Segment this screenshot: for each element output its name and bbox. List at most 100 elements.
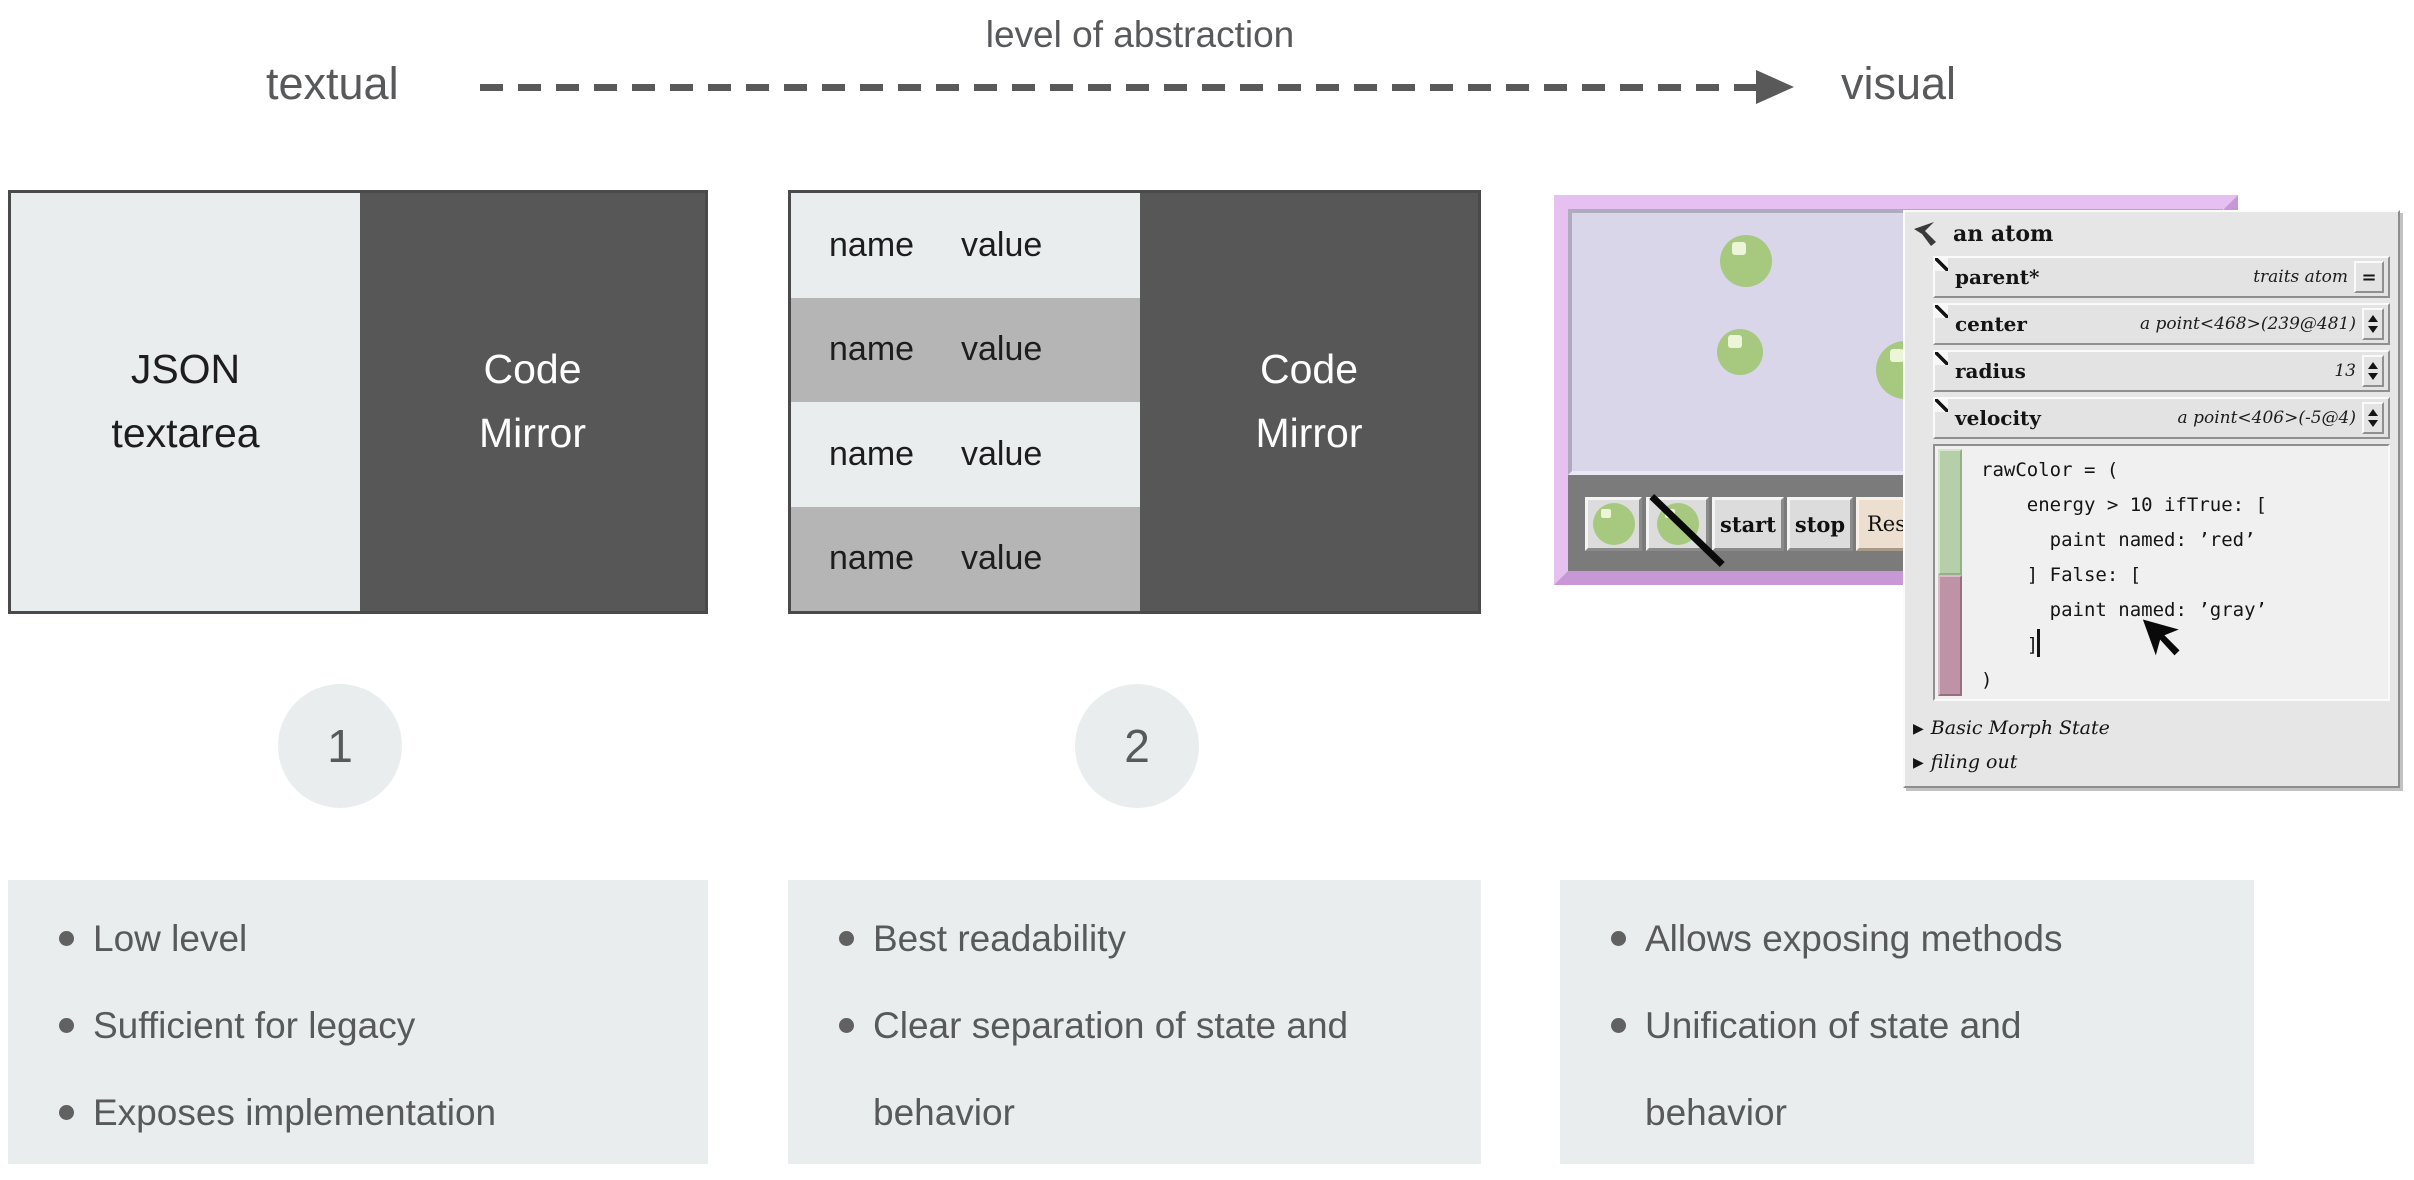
section-filing-out[interactable]: ▶ filing out <box>1913 745 2398 779</box>
step-number-1: 1 <box>278 684 402 808</box>
add-atom-button[interactable] <box>1585 497 1642 551</box>
property-name: center <box>1955 312 2027 336</box>
bullet-icon <box>839 931 854 946</box>
stepper-icon[interactable] <box>2362 308 2384 340</box>
bullet-item: Low level <box>59 895 593 982</box>
tile-handle-icon[interactable] <box>1935 258 1948 271</box>
row-value-cell: value <box>961 330 1043 369</box>
name-value-table: name value name value name value name va… <box>791 193 1140 611</box>
bullet-list: Allows exposing methods Unification of s… <box>1560 895 2254 1156</box>
property-row-center[interactable]: center a point<468>(239@481) <box>1933 303 2390 345</box>
scrollbar-upper[interactable] <box>1938 449 1962 575</box>
property-value: a point<468>(239@481) <box>2140 314 2356 334</box>
bullet-text: Unification of state and behavior <box>1645 1005 2022 1133</box>
atom-morph[interactable] <box>1720 235 1772 287</box>
row-name-cell: name <box>829 539 915 578</box>
atom-inspector-window: an atom parent* traits atom = center a p… <box>1903 210 2400 788</box>
method-source[interactable]: rawColor = ( energy > 10 ifTrue: [ paint… <box>1981 453 2267 698</box>
expand-triangle-icon[interactable]: ▶ <box>1913 753 1924 770</box>
section-basic-morph-state[interactable]: ▶ Basic Morph State <box>1913 711 2398 745</box>
table-row: name value <box>791 297 1140 402</box>
text-caret <box>2037 629 2040 657</box>
bullet-icon <box>1611 1018 1626 1033</box>
bullet-icon <box>59 931 74 946</box>
code-line: rawColor = ( <box>1981 459 2119 481</box>
tile-handle-icon[interactable] <box>1935 399 1948 412</box>
step-number-2: 2 <box>1075 684 1199 808</box>
codemirror-label-1: Code Mirror <box>478 346 587 456</box>
atom-icon <box>1592 503 1635 545</box>
ball-glint <box>1728 335 1743 349</box>
code-line: ] <box>1981 634 2039 656</box>
codemirror-panel-1: Code Mirror <box>360 193 705 611</box>
code-line: energy > 10 ifTrue: [ <box>1981 494 2267 516</box>
property-row-parent[interactable]: parent* traits atom = <box>1933 256 2390 298</box>
ball-glint <box>1889 349 1904 363</box>
code-line: paint named: ’gray’ <box>1981 599 2267 621</box>
tile-handle-icon[interactable] <box>1935 305 1948 318</box>
step-number-text: 1 <box>327 720 353 772</box>
mouse-cursor-icon <box>2142 619 2180 656</box>
approach1-diagram: JSON textarea Code Mirror <box>8 190 708 614</box>
row-name-cell: name <box>829 330 915 369</box>
approach1-notes: Low level Sufficient for legacy Exposes … <box>8 880 708 1164</box>
row-value-cell: value <box>961 539 1043 578</box>
stop-button[interactable]: stop <box>1787 497 1853 551</box>
property-row-radius[interactable]: radius 13 <box>1933 350 2390 392</box>
stepper-icon[interactable] <box>2362 355 2384 387</box>
bullet-item: Best readability <box>839 895 1373 982</box>
bullet-item: Clear separation of state and behavior <box>839 982 1373 1156</box>
table-row: name value <box>791 402 1140 507</box>
abstraction-axis-dashed-line <box>480 84 1758 91</box>
row-value-cell: value <box>961 434 1043 473</box>
bullet-text: Clear separation of state and behavior <box>873 1005 1349 1133</box>
tile-handle-icon[interactable] <box>1935 352 1948 365</box>
bullet-icon <box>59 1018 74 1033</box>
table-row: name value <box>791 506 1140 611</box>
bullet-text: Sufficient for legacy <box>93 1005 416 1046</box>
approach2-diagram: name value name value name value name va… <box>788 190 1481 614</box>
step-number-text: 2 <box>1124 720 1150 772</box>
stepper-icon[interactable] <box>2362 402 2384 434</box>
approach2-notes: Best readability Clear separation of sta… <box>788 880 1481 1164</box>
code-line: paint named: ’red’ <box>1981 529 2256 551</box>
method-code-editor[interactable]: rawColor = ( energy > 10 ifTrue: [ paint… <box>1933 444 2390 701</box>
start-button[interactable]: start <box>1712 497 1784 551</box>
atom-morph[interactable] <box>1717 329 1763 375</box>
property-rows: parent* traits atom = center a point<468… <box>1933 256 2390 439</box>
approach3-notes: Allows exposing methods Unification of s… <box>1560 880 2254 1164</box>
inspector-title: an atom <box>1953 221 2054 247</box>
code-scrollbar[interactable] <box>1938 449 1962 696</box>
code-line: ] False: [ <box>1981 564 2142 586</box>
json-textarea-panel: JSON textarea <box>11 193 360 611</box>
property-value: traits atom <box>2253 267 2348 287</box>
bullet-text: Low level <box>93 918 248 959</box>
bullet-item: Unification of state and behavior <box>1611 982 2145 1156</box>
bullet-icon <box>1611 931 1626 946</box>
axis-left-label: textual <box>266 58 399 109</box>
property-name: parent* <box>1955 265 2040 289</box>
bullet-icon <box>839 1018 854 1033</box>
ball-glint <box>1732 242 1747 256</box>
expand-triangle-icon[interactable]: ▶ <box>1913 719 1924 736</box>
equals-button[interactable]: = <box>2354 261 2384 293</box>
scrollbar-thumb[interactable] <box>1938 575 1962 696</box>
row-value-cell: value <box>961 225 1043 264</box>
property-value: 13 <box>2334 361 2356 381</box>
bullet-list: Best readability Clear separation of sta… <box>788 895 1481 1156</box>
bullet-item: Sufficient for legacy <box>59 982 593 1069</box>
inspector-title-bar[interactable]: an atom <box>1905 212 2398 256</box>
section-label: filing out <box>1930 751 2018 773</box>
row-name-cell: name <box>829 434 915 473</box>
code-line: ) <box>1981 669 1993 691</box>
property-row-velocity[interactable]: velocity a point<406>(-5@4) <box>1933 397 2390 439</box>
property-name: radius <box>1955 359 2026 383</box>
collapsed-categories: ▶ Basic Morph State ▶ filing out <box>1913 711 2398 779</box>
json-textarea-label: JSON textarea <box>111 346 260 456</box>
table-row: name value <box>791 193 1140 298</box>
section-label: Basic Morph State <box>1930 717 2110 739</box>
arrow-head-icon <box>1756 70 1794 104</box>
title-pointer-icon[interactable] <box>1913 221 1939 247</box>
axis-title: level of abstraction <box>985 14 1295 55</box>
bullet-text: Best readability <box>873 918 1126 959</box>
